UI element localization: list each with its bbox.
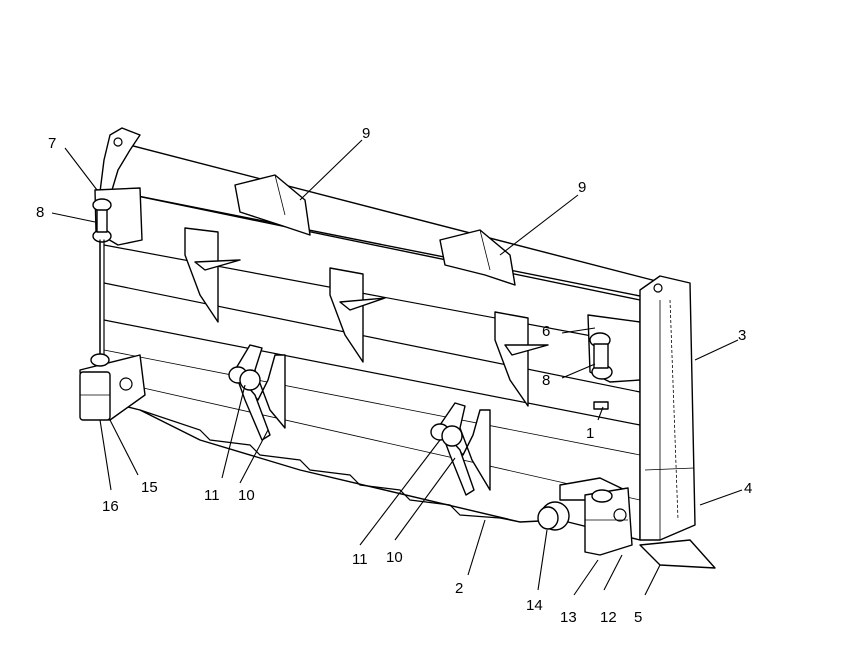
top-gusset-left <box>234 174 311 236</box>
callout-2: 2 <box>455 580 463 597</box>
callout-14: 14 <box>526 597 543 614</box>
callout-6: 6 <box>542 323 550 340</box>
right-foot-plate <box>639 539 716 569</box>
left-lower-mount <box>79 353 146 421</box>
callout-10-left: 10 <box>238 487 255 504</box>
fin-center <box>329 267 386 363</box>
left-lever-rod <box>99 239 105 356</box>
callout-11-right: 11 <box>352 551 368 568</box>
callout-8-left: 8 <box>36 204 44 221</box>
callout-1: 1 <box>586 425 594 442</box>
callout-11-left: 11 <box>204 487 220 504</box>
callout-7: 7 <box>48 135 56 152</box>
leader-lines <box>51 139 743 596</box>
callout-16: 16 <box>102 498 119 515</box>
top-gusset-right <box>439 229 516 286</box>
callout-labels: 7 8 9 9 6 8 3 4 1 5 12 13 14 2 10 11 11 … <box>36 125 752 626</box>
callout-15: 15 <box>141 479 158 496</box>
right-side-plate <box>639 275 696 541</box>
callout-9-right: 9 <box>578 179 586 196</box>
serial-plate <box>593 401 609 410</box>
fin-right <box>494 311 549 407</box>
callout-9-left: 9 <box>362 125 370 142</box>
callout-12: 12 <box>600 609 617 626</box>
fin-left <box>184 227 241 323</box>
callout-13: 13 <box>560 609 577 626</box>
callout-8-right: 8 <box>542 372 550 389</box>
main-plate <box>99 139 661 541</box>
lower-bracket-right <box>430 402 491 496</box>
callout-10-right: 10 <box>386 549 403 566</box>
right-upper-latch <box>587 314 641 383</box>
callout-3: 3 <box>738 327 746 344</box>
callout-5: 5 <box>634 609 642 626</box>
callout-4: 4 <box>744 480 752 497</box>
right-lower-mount <box>537 477 633 556</box>
left-upper-hook <box>92 127 143 246</box>
